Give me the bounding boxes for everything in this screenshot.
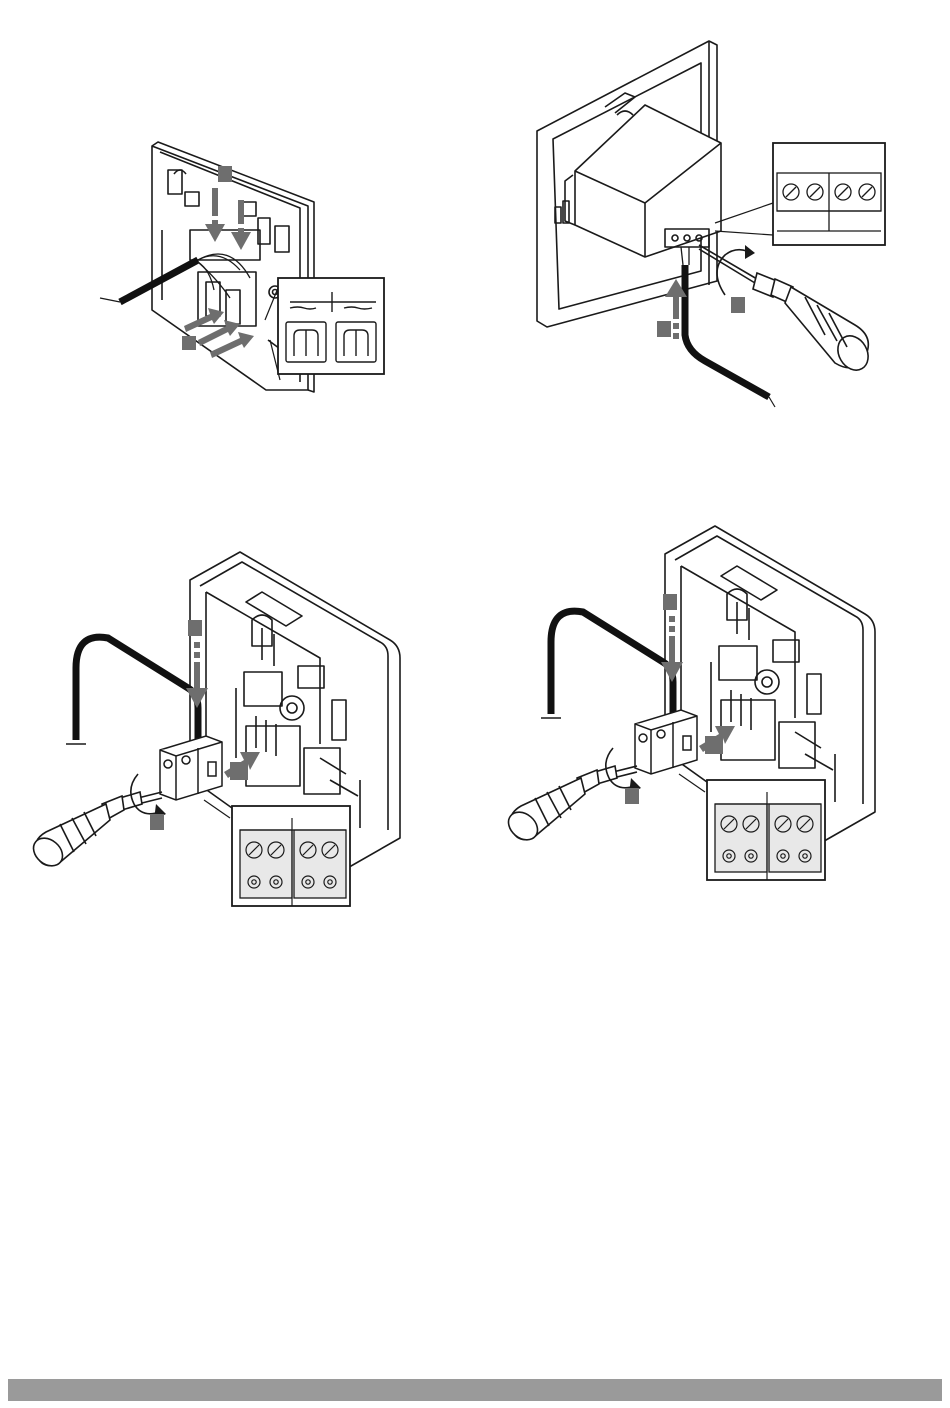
panel-1-wiring-backplate xyxy=(90,130,390,400)
panel-2-illustration xyxy=(525,35,895,410)
screwdriver-icon xyxy=(30,792,162,871)
terminal-block-inset-icon xyxy=(679,774,825,880)
panel-4-illustration xyxy=(505,522,885,887)
screwdriver-icon xyxy=(505,766,637,845)
panel-2-flush-box-terminals xyxy=(525,35,895,410)
panel-4-terminal-block-insert xyxy=(505,522,885,887)
connector-detail-inset-icon xyxy=(265,278,384,380)
screwdriver-icon xyxy=(699,245,874,376)
footer-bar xyxy=(8,1379,942,1401)
panel-3-illustration xyxy=(30,548,410,913)
panel-1-illustration xyxy=(90,130,390,400)
panel-3-terminal-block-insert xyxy=(30,548,410,913)
terminal-block-inset-icon xyxy=(204,800,350,906)
terminal-screw-inset-icon xyxy=(715,143,885,245)
